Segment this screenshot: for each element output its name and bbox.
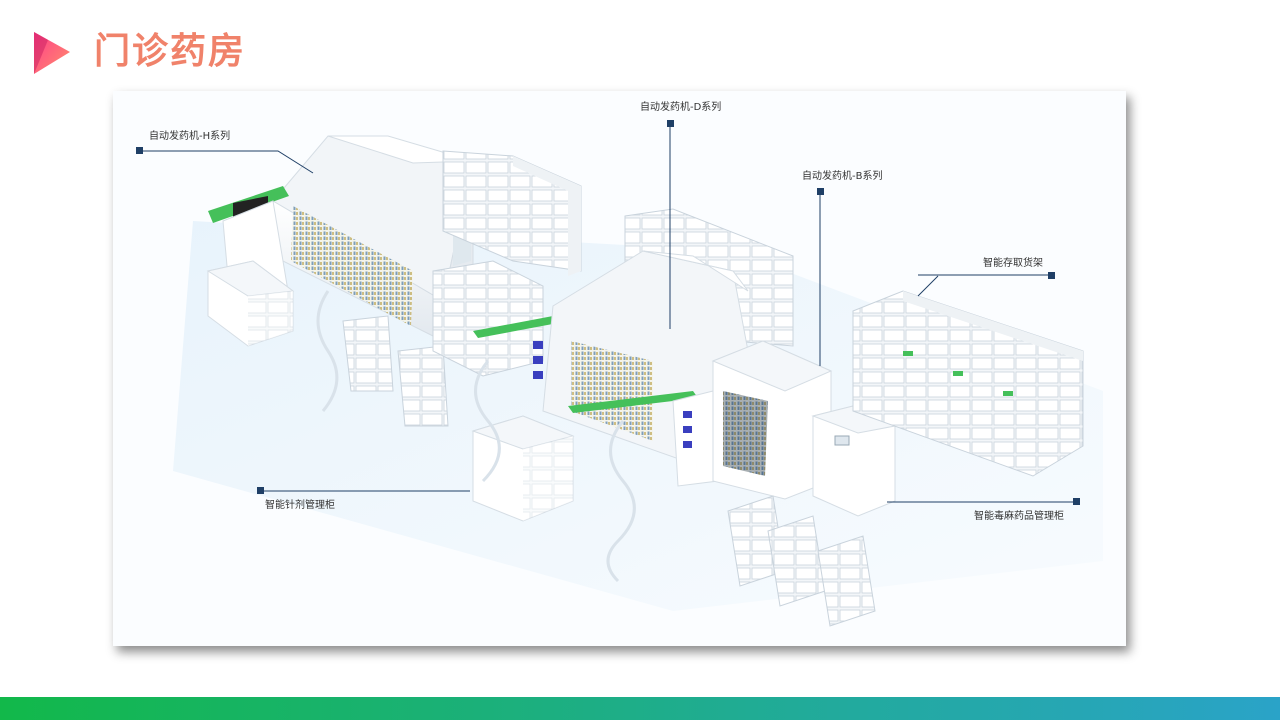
footer-gradient-strip [0,697,1280,720]
play-triangle-icon [34,32,70,74]
narcotic-cabinet [811,405,897,517]
square-marker-icon [136,120,1080,505]
callout-b-series: 自动发药机-B系列 [802,171,883,182]
callout-smart-shelf: 智能存取货架 [983,258,1043,269]
callout-d-series: 自动发药机-D系列 [640,102,722,113]
h-series-shelving [442,150,582,276]
d-series-machine [533,250,749,487]
b-series-machine [711,340,833,500]
page-title: 门诊药房 [94,31,247,72]
pharmacy-illustration: 自动发药机-H系列 自动发药机-D系列 自动发药机-B系列 智能存取货架 智能针… [113,91,1126,646]
callout-injection-cabinet: 智能针剂管理柜 [265,500,335,511]
trolleys-left [342,315,449,427]
bin-trolleys [727,495,876,627]
pharmacy-layout-drawing [136,120,1103,627]
callout-narcotic-cabinet: 智能毒麻药品管理柜 [974,511,1064,522]
smart-shelf [852,290,1084,477]
side-cabinet-left [206,260,295,347]
injection-cabinet [471,415,575,522]
callout-lines [140,124,1076,503]
spiral-stairs [316,290,636,583]
callout-h-series: 自动发药机-H系列 [149,131,231,142]
